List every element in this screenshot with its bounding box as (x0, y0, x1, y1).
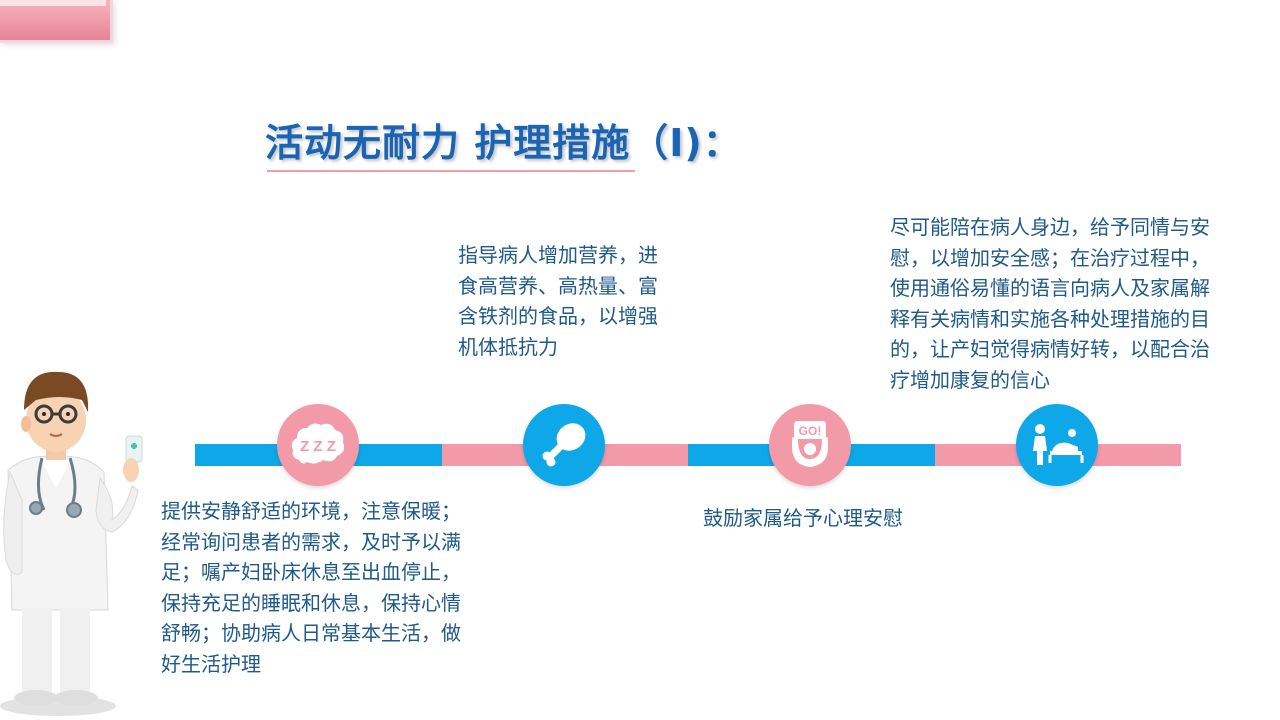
doctor-illustration (0, 371, 143, 716)
chicken-leg-icon (542, 423, 586, 467)
go-label: GO! (799, 424, 822, 438)
step-2-node (523, 404, 605, 486)
caregiver-patient-icon (1033, 424, 1084, 465)
step-3-text: 鼓励家属给予心理安慰 (703, 506, 903, 530)
title-underline (267, 170, 635, 172)
step-1-node: Z Z Z (277, 404, 359, 486)
page-title: 活动无耐力 护理措施（I)： (265, 121, 742, 165)
sleep-zzz-label: Z Z Z (300, 438, 336, 455)
go-cheer-icon: GO! (792, 421, 828, 467)
step-3-node: GO! (769, 404, 851, 486)
corner-decoration (0, 0, 113, 43)
sleep-zzz-icon: Z Z Z (291, 423, 345, 464)
step-4-node (1016, 404, 1098, 486)
step-4-text: 尽可能陪在病人身边，给予同情与安慰，以增加安全感；在治疗过程中，使用通俗易懂的语… (890, 215, 1210, 392)
step-2-text: 指导病人增加营养，进食高营养、高热量、富含铁剂的食品，以增强机体抵抗力 (458, 243, 658, 359)
step-1-text: 提供安静舒适的环境，注意保暖；经常询问患者的需求，及时予以满足；嘱产妇卧床休息至… (161, 499, 461, 676)
